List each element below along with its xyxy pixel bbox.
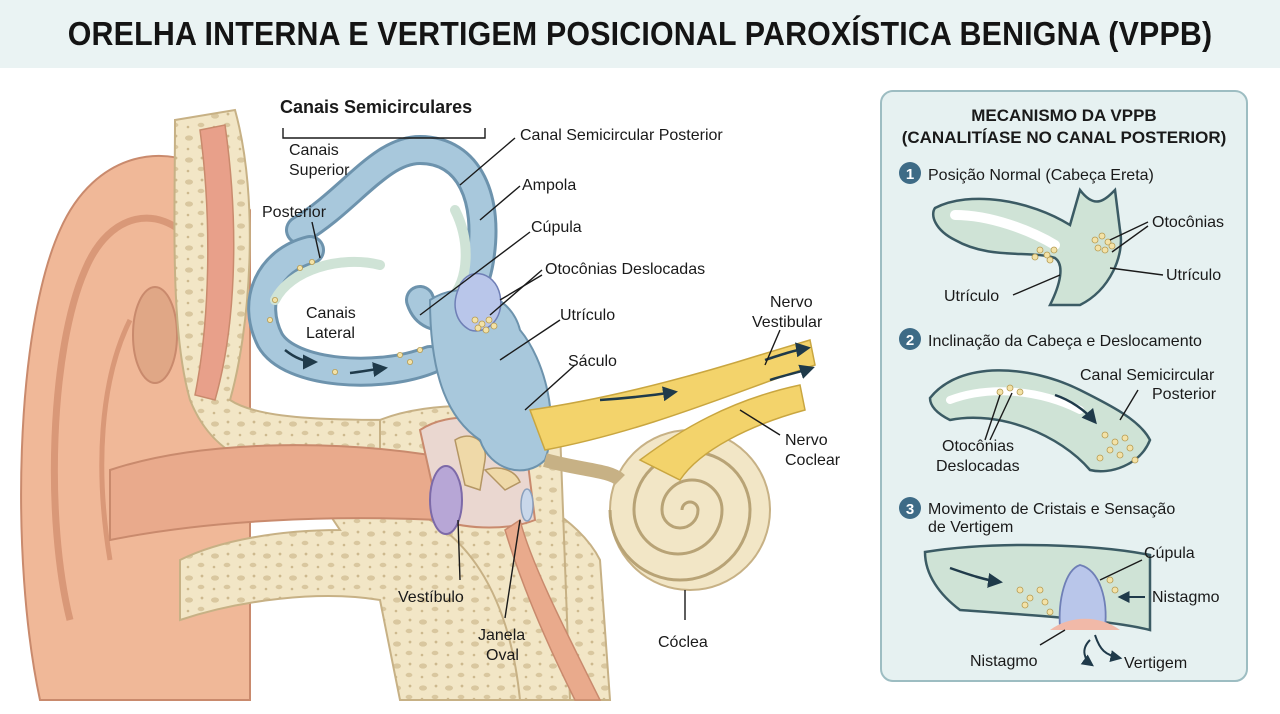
label-canal-posterior: Canal Semicircular Posterior [520,127,723,144]
label-nervo-coclear-1: Nervo [785,432,828,449]
step-2-title: Inclinação da Cabeça e Deslocamento [928,333,1202,350]
step-3-nistagmo-left: Nistagmo [970,653,1038,670]
panel-heading-1: MECANISMO DA VPPB [971,106,1156,125]
page-title: ORELHA INTERNA E VERTIGEM POSICIONAL PAR… [67,15,1213,52]
label-janela-oval-1: Janela [478,627,525,644]
step-3-vertigem: Vertigem [1124,655,1187,672]
step-3-number: 3 [906,501,914,518]
label-canais-superior-2: Superior [289,162,350,179]
step-2-otoconias-1: Otocônias [942,438,1014,455]
label-canais-lateral-2: Lateral [306,325,355,342]
step-1-badge [899,162,921,184]
label-nervo-vestibular-1: Nervo [770,294,813,311]
label-otoconias: Otocônias Deslocadas [545,261,705,278]
vppb-mechanism-panel: MECANISMO DA VPPB (CANALITÍASE NO CANAL … [880,90,1248,682]
step-1-utriculo-left: Utrículo [944,288,999,305]
label-coclea: Cóclea [658,634,708,651]
ear-anatomy-diagram: Canais Semicirculares Canais Superior Po… [20,97,841,701]
step-3-nistagmo-right: Nistagmo [1152,589,1220,606]
step-3-title-1: Movimento de Cristais e Sensação [928,501,1175,518]
step-1-title: Posição Normal (Cabeça Ereta) [928,167,1154,184]
step-1-utriculo-right: Utrículo [1166,267,1221,284]
label-nervo-vestibular-2: Vestibular [752,314,823,331]
label-utriculo: Utrículo [560,307,615,324]
label-janela-oval-2: Oval [486,647,519,664]
label-canais-lateral-1: Canais [306,305,356,322]
step-3: 3 Movimento de Cristais e Sensação de Ve… [899,497,1220,672]
step-3-badge [899,497,921,519]
step-2-otoconias-2: Deslocadas [936,458,1020,475]
label-posterior: Posterior [262,204,327,221]
otoconia-cluster [471,316,498,334]
label-canais-superior-1: Canais [289,142,339,159]
step-1-otoconias: Otocônias [1152,214,1224,231]
flow-arrows [284,342,815,402]
step-2-badge [899,328,921,350]
step-2-number: 2 [906,332,914,349]
label-ampola: Ampola [522,177,576,194]
label-nervo-coclear-2: Coclear [785,452,841,469]
step-2-canal-2: Posterior [1152,386,1217,403]
label-saculo: Sáculo [568,353,617,370]
panel-heading-2: (CANALITÍASE NO CANAL POSTERIOR) [902,128,1227,147]
leader-lines [282,128,781,620]
label-canais-semicirculares: Canais Semicirculares [280,97,472,117]
label-vestibulo: Vestíbulo [398,589,464,606]
step-2-canal-1: Canal Semicircular [1080,367,1215,384]
step-1: 1 Posição Normal (Cabeça Ereta) Otocônia… [899,162,1224,307]
label-cupula: Cúpula [531,219,582,236]
step-1-number: 1 [906,166,914,183]
step-2: 2 Inclinação da Cabeça e Deslocamento Ca… [899,328,1217,475]
step-3-title-2: de Vertigem [928,519,1013,536]
title-bar: ORELHA INTERNA E VERTIGEM POSICIONAL PAR… [0,0,1280,68]
step-3-cupula: Cúpula [1144,545,1195,562]
vestibule [266,258,552,472]
